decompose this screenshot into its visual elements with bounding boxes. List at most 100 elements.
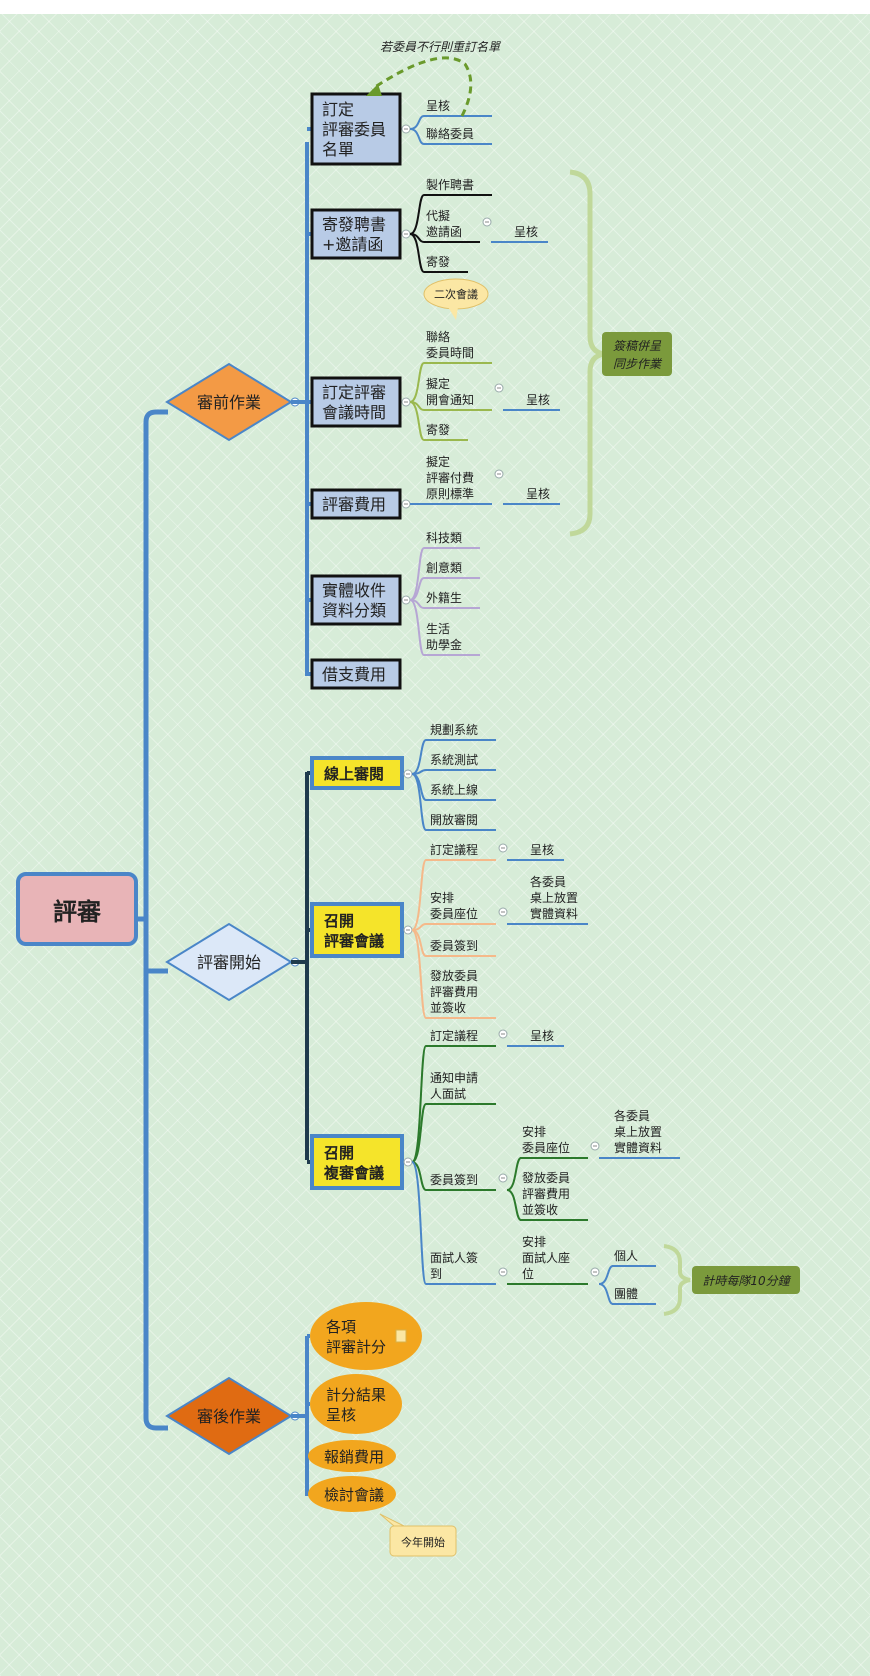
review-interview-sub: 安排面試人座位 [522, 1234, 570, 1281]
post-item-1[interactable] [310, 1302, 422, 1370]
pre-node-3[interactable] [310, 376, 402, 428]
during-meeting-label: 召開評審會議 [324, 912, 384, 950]
review-interview-sub-line: 安排 [522, 1234, 546, 1249]
during-review-label-line: 複審會議 [323, 1164, 384, 1182]
phase-pre-label-line: 審前作業 [197, 393, 261, 412]
review-sign-sub-line: 安排 [522, 1124, 546, 1139]
meeting-child: 安排委員座位 [430, 890, 478, 921]
post-item-4[interactable] [308, 1476, 396, 1512]
branch-line [411, 859, 496, 931]
pre-node-2[interactable] [310, 208, 402, 260]
review-child-line: 委員簽到 [430, 1173, 478, 1187]
review-sign-sub: 安排委員座位 [522, 1124, 570, 1155]
branch-line [409, 401, 468, 441]
pre-n4-sub: 呈核 [526, 487, 550, 501]
post-item-3[interactable] [308, 1440, 396, 1472]
during-online[interactable] [310, 756, 404, 790]
review-interview-sub-line: 面試人座 [522, 1250, 570, 1265]
pre-n1-child-line: 聯絡委員 [426, 126, 474, 141]
review-sign-sub-line: 評審費用 [522, 1186, 570, 1201]
pre-n3-child-line: 寄發 [426, 422, 450, 437]
mindmap-svg: 評審審前作業評審開始審後作業訂定評審委員名單寄發聘書+邀請函訂定評審會議時間評審… [16, 40, 800, 1557]
brace-note-text: 簽稿併呈同步作業 [613, 339, 663, 371]
callout-second-meeting-text-line: 二次會議 [434, 287, 478, 301]
pre-node-2-label-line: 寄發聘書 [322, 215, 386, 234]
review-sign-sub-line: 發放委員 [522, 1170, 570, 1185]
pre-n4-child: 擬定評審付費原則標準 [426, 454, 474, 501]
branch-line [598, 1265, 656, 1285]
review-child-line: 人面試 [430, 1086, 466, 1101]
pre-n2-child: 代擬邀請函 [426, 208, 462, 239]
pre-n5-child-line: 科技類 [426, 531, 462, 545]
root-node[interactable] [16, 872, 138, 946]
pre-n5-child-line: 生活 [426, 622, 450, 636]
pre-node-6-label: 借支費用 [322, 665, 386, 684]
branch-line [409, 599, 480, 656]
pre-n4-child-line: 擬定 [426, 454, 450, 469]
pre-node-2-label-line: +邀請函 [322, 235, 383, 254]
dashed-note-line: 若委員不行則重訂名單 [380, 40, 501, 54]
pre-node-1-label-line: 名單 [322, 140, 354, 159]
review-interview-sub-line: 位 [522, 1266, 534, 1281]
branch-line [411, 1045, 496, 1163]
pre-n2-child-line: 寄發 [426, 254, 450, 269]
dashed-arrow-head [366, 84, 382, 96]
pre-node-5-label-line: 實體收件 [322, 581, 386, 600]
during-meeting-label-line: 召開 [324, 912, 354, 930]
timing-note-box [692, 1266, 800, 1294]
pre-n3-child-line: 擬定 [426, 376, 450, 391]
during-online-label-line: 線上審閱 [324, 765, 384, 783]
meeting-child: 發放委員評審費用並簽收 [430, 968, 478, 1015]
pre-node-6[interactable] [310, 658, 402, 690]
pre-n3-sub-line: 呈核 [526, 393, 550, 407]
during-review-label: 召開複審會議 [323, 1144, 384, 1182]
pre-node-4-label-line: 評審費用 [322, 495, 386, 514]
pre-n5-child-line: 創意類 [426, 560, 462, 575]
pre-node-5-label: 實體收件資料分類 [322, 581, 386, 620]
review-sign-subsub-line: 各委員 [614, 1108, 650, 1123]
pre-node-5[interactable] [310, 574, 402, 626]
pre-n3-child-line: 委員時間 [426, 346, 474, 360]
post-item-2-label: 計分結果呈核 [326, 1386, 386, 1424]
pre-node-1[interactable] [310, 92, 402, 166]
callout-second-meeting-text: 二次會議 [434, 287, 478, 301]
meeting-child: 訂定議程 [430, 842, 478, 857]
branch-line [411, 929, 496, 1019]
pre-node-1-label-line: 評審委員 [322, 120, 386, 139]
pre-node-3-label: 訂定評審會議時間 [322, 383, 386, 422]
branch-line [409, 194, 492, 235]
review-interview-subsub-line: 團體 [614, 1287, 638, 1301]
post-callout-text-line: 今年開始 [401, 1535, 445, 1549]
post-callout-text: 今年開始 [401, 1535, 445, 1549]
root-label-line: 評審 [53, 898, 102, 926]
timing-note-text-line: 計時每隊10分鐘 [702, 1274, 791, 1288]
review-child-line: 到 [430, 1267, 442, 1281]
pre-n4-child-line: 評審付費 [426, 470, 474, 485]
online-child-line: 開放審閱 [430, 812, 478, 827]
branch-line [411, 1161, 496, 1191]
during-meeting[interactable] [310, 902, 404, 958]
during-review[interactable] [310, 1134, 404, 1190]
callout-tail [448, 307, 458, 320]
meeting-sub-line: 呈核 [530, 843, 554, 857]
pre-n3-child: 寄發 [426, 422, 450, 437]
dashed-note: 若委員不行則重訂名單 [380, 40, 501, 54]
meeting-sub: 各委員桌上放置實體資料 [530, 874, 578, 921]
pre-node-4[interactable] [310, 488, 402, 520]
brace-note-box [602, 332, 672, 376]
pre-n3-child-line: 聯絡 [426, 329, 450, 344]
meeting-child-line: 訂定議程 [430, 842, 478, 857]
pre-n5-child-line: 外籍生 [426, 590, 462, 605]
brace-pre [569, 169, 605, 537]
branch-line [411, 1161, 496, 1285]
pre-n3-child: 擬定開會通知 [426, 376, 474, 407]
review-sign-subsub-line: 桌上放置 [614, 1124, 662, 1139]
branch-line [411, 1103, 496, 1163]
pre-node-2-label: 寄發聘書+邀請函 [322, 215, 386, 254]
post-item-2[interactable] [310, 1374, 402, 1434]
online-child-line: 系統測試 [430, 752, 478, 767]
review-interview-subsub: 個人 [614, 1249, 638, 1263]
pre-n4-sub-line: 呈核 [526, 487, 550, 501]
meeting-child-line: 發放委員 [430, 968, 478, 983]
post-item-3-label-line: 報銷費用 [324, 1448, 384, 1466]
